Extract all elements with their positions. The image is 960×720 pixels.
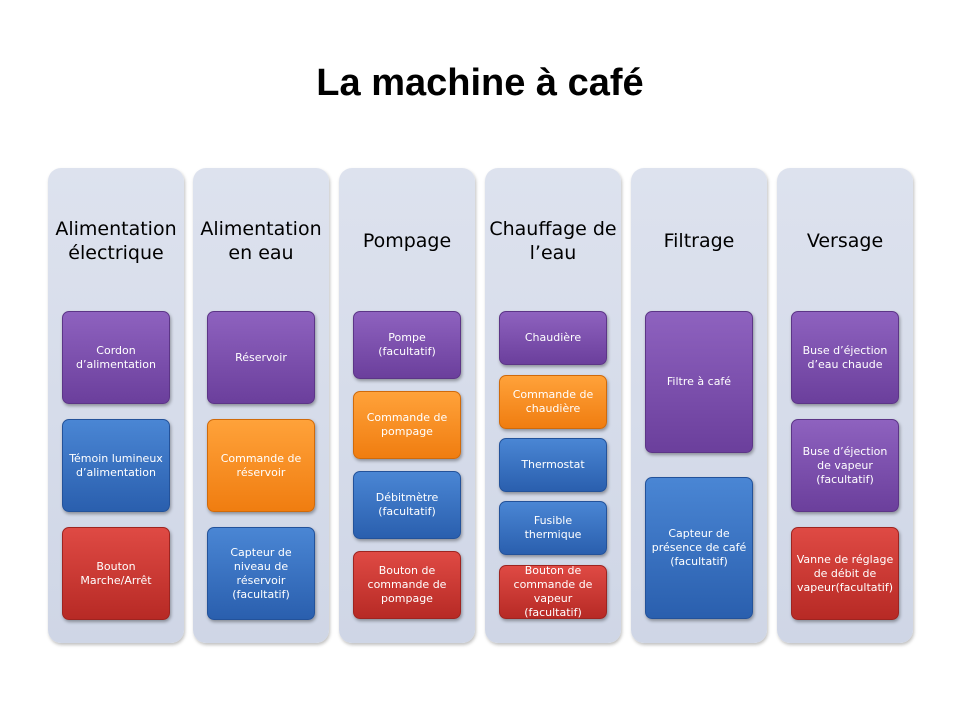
column-header: Versage	[806, 230, 884, 252]
component-box[interactable]: Fusible thermique	[499, 501, 607, 555]
component-box[interactable]: Cordon d’alimentation	[62, 311, 170, 404]
column-pompage: Pompage Pompe (facultatif) Commande de p…	[339, 168, 475, 643]
column-header: Chauffage de l’eau	[489, 218, 617, 264]
column-header: Filtrage	[663, 230, 735, 252]
component-box[interactable]: Chaudière	[499, 311, 607, 365]
column-header: Alimentation électrique	[55, 218, 177, 264]
column-header: Pompage	[362, 230, 452, 252]
component-box[interactable]: Bouton de commande de vapeur (facultatif…	[499, 564, 607, 619]
component-box[interactable]: Buse d’éjection de vapeur (facultatif)	[791, 419, 899, 512]
component-box[interactable]: Capteur de niveau de réservoir (facultat…	[207, 527, 315, 620]
component-box[interactable]: Filtre à café	[645, 311, 753, 453]
component-box[interactable]: Bouton Marche/Arrêt	[62, 527, 170, 620]
component-box[interactable]: Commande de réservoir	[207, 419, 315, 512]
column-alimentation-en-eau: Alimentation en eau Réservoir Commande d…	[193, 168, 329, 643]
component-box[interactable]: Vanne de réglage de débit de vapeur(facu…	[791, 527, 899, 620]
component-box[interactable]: Débitmètre (facultatif)	[353, 471, 461, 539]
column-filtrage: Filtrage Filtre à café Capteur de présen…	[631, 168, 767, 643]
component-box[interactable]: Commande de pompage	[353, 391, 461, 459]
component-box[interactable]: Pompe (facultatif)	[353, 311, 461, 379]
component-box[interactable]: Réservoir	[207, 311, 315, 404]
component-box[interactable]: Thermostat	[499, 438, 607, 492]
column-versage: Versage Buse d’éjection d’eau chaude Bus…	[777, 168, 913, 643]
component-box[interactable]: Commande de chaudière	[499, 375, 607, 429]
column-chauffage-de-leau: Chauffage de l’eau Chaudière Commande de…	[485, 168, 621, 643]
column-alimentation-electrique: Alimentation électrique Cordon d’aliment…	[48, 168, 184, 643]
component-box[interactable]: Capteur de présence de café (facultatif)	[645, 477, 753, 619]
page-title: La machine à café	[316, 62, 644, 104]
component-box[interactable]: Bouton de commande de pompage	[353, 551, 461, 619]
column-header: Alimentation en eau	[200, 218, 322, 264]
component-box[interactable]: Buse d’éjection d’eau chaude	[791, 311, 899, 404]
component-box[interactable]: Témoin lumineux d’alimentation	[62, 419, 170, 512]
